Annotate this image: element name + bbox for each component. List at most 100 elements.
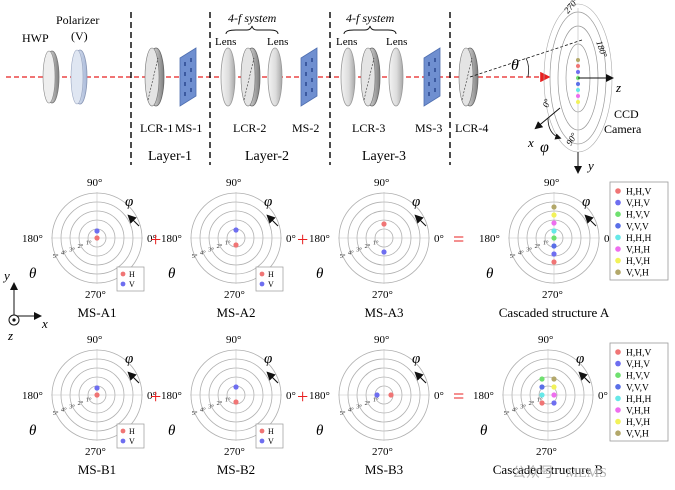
cascade-legend-marker	[615, 384, 621, 390]
cascade-legend-a: H,H,VV,H,VH,V,VV,V,VH,H,HV,H,HH,V,HV,V,H	[609, 181, 669, 281]
four-f-system-label-2: 4-f system	[346, 11, 395, 25]
spot-dot	[551, 400, 557, 406]
theta-arc	[525, 57, 530, 78]
y-axis-label: y	[586, 158, 594, 173]
polar-angle-180: 180°	[22, 233, 43, 245]
layer-3-label: Layer-3	[362, 149, 406, 164]
plot-caption-a2: MS-A2	[216, 305, 255, 320]
cascade-legend-marker	[615, 269, 621, 276]
cascade-legend-marker	[615, 418, 621, 425]
polar-radial-tick: 2°	[216, 400, 222, 407]
polar-radial-tick: 5°	[53, 253, 59, 260]
plot-caption-b3: MS-B3	[365, 462, 403, 477]
spot-dot	[551, 376, 557, 382]
lens-label-d: Lens	[386, 36, 407, 48]
cascade-legend-label: V,H,H	[626, 246, 650, 256]
phi-symbol: φ	[125, 194, 133, 210]
cascade-legend-label: H,H,H	[626, 395, 651, 405]
polar-radial-tick: 5°	[340, 410, 346, 417]
polar-radial-tick: 3°	[208, 246, 214, 253]
phi-arrow	[584, 214, 597, 227]
cascade-legend-b: H,H,VV,H,VH,V,VV,V,VH,H,HV,H,HH,V,HV,V,H	[609, 342, 669, 442]
lens-2b-element	[267, 47, 283, 107]
polar-angle-0: 0°	[434, 233, 444, 245]
cascade-legend-label: H,V,V	[626, 211, 650, 221]
polar-radial-tick: 5°	[53, 410, 59, 417]
spot-dot	[539, 400, 545, 406]
polarizer-element	[70, 49, 88, 105]
plus-operator-b1: +	[150, 386, 161, 408]
polar-angle-0: 0°	[147, 233, 157, 245]
polar-radial-tick: 3°	[208, 403, 214, 410]
polar-angle-0: 0°	[598, 390, 608, 402]
theta-symbol: θ	[316, 423, 324, 439]
spot-dot	[94, 392, 100, 398]
plot-caption-a3: MS-A3	[364, 305, 403, 320]
spot-dot	[551, 243, 557, 249]
polar-angle-270: 270°	[224, 289, 245, 301]
phi-arrow	[578, 371, 591, 384]
lens-label-c: Lens	[336, 36, 357, 48]
cascade-legend-label: H,V,V	[626, 372, 650, 382]
theta-symbol: θ	[168, 266, 176, 282]
polar-angle-0: 0°	[286, 233, 296, 245]
polar-radial-tick: 5°	[504, 410, 510, 417]
polar-radial-tick: 2°	[534, 243, 540, 250]
lens-label-b: Lens	[267, 36, 288, 48]
legend-label: V	[129, 437, 135, 446]
ccd-label: CCD	[614, 107, 639, 121]
cascade-legend-marker	[615, 223, 621, 229]
cascade-legend-marker	[615, 430, 621, 437]
ccd-angle-90: 90°	[564, 131, 579, 147]
polar-angle-180: 180°	[473, 390, 494, 402]
spot-dot	[551, 384, 557, 390]
legend-label: H	[268, 427, 274, 436]
cascade-legend-label: V,H,H	[626, 407, 650, 417]
lcr-2-label: LCR-2	[233, 121, 266, 135]
polar-radial-tick: 5°	[510, 253, 516, 260]
polar-angle-270: 270°	[536, 446, 557, 458]
theta-symbol: θ	[480, 423, 488, 439]
legend-label: H	[268, 270, 274, 279]
polar-angle-90: 90°	[374, 177, 389, 189]
phi-arrow	[414, 214, 427, 227]
polar-radial-tick: 1°	[537, 396, 543, 403]
polar-radial-tick: 4°	[200, 407, 206, 414]
theta-symbol: θ	[29, 423, 37, 439]
optical-setup: HWP Polarizer (V) LCR-1 MS-1 Layer-1 4-f…	[6, 0, 642, 174]
polar-radial-tick: 5°	[340, 253, 346, 260]
plot-caption-b2: MS-B2	[217, 462, 255, 477]
polar-angle-180: 180°	[309, 390, 330, 402]
polar-radial-tick: 4°	[518, 250, 524, 257]
phi-arrow	[127, 214, 140, 227]
polar-angle-90: 90°	[538, 334, 553, 346]
polar-radial-tick: 3°	[520, 403, 526, 410]
spot-dot	[233, 227, 239, 233]
spot-dot	[551, 212, 557, 218]
spot-dot	[551, 251, 557, 257]
ms-3-label: MS-3	[415, 121, 442, 135]
phi-symbol-setup: φ	[540, 139, 549, 156]
polar-radial-tick: 1°	[373, 239, 379, 246]
cascade-legend-marker	[615, 246, 621, 252]
cascade-legend-marker	[615, 199, 621, 206]
polar-angle-270: 270°	[85, 289, 106, 301]
polar-radial-tick: 2°	[216, 243, 222, 250]
polar-radial-tick: 2°	[77, 243, 83, 250]
polar-radial-tick: 4°	[200, 250, 206, 257]
lens-2a-element	[220, 47, 236, 107]
polar-radial-tick: 2°	[528, 400, 534, 407]
polar-radial-tick: 5°	[192, 410, 198, 417]
phi-arrow	[266, 214, 279, 227]
spot-dot	[551, 228, 557, 234]
cascade-legend-label: V,H,V	[626, 360, 650, 370]
spot-dot	[94, 235, 100, 241]
lcr-1-element	[144, 47, 165, 107]
axes-indicator-z: z	[7, 328, 13, 343]
polar-angle-270: 270°	[224, 446, 245, 458]
legend-label: V	[268, 437, 274, 446]
polar-angle-0: 0°	[604, 233, 614, 245]
